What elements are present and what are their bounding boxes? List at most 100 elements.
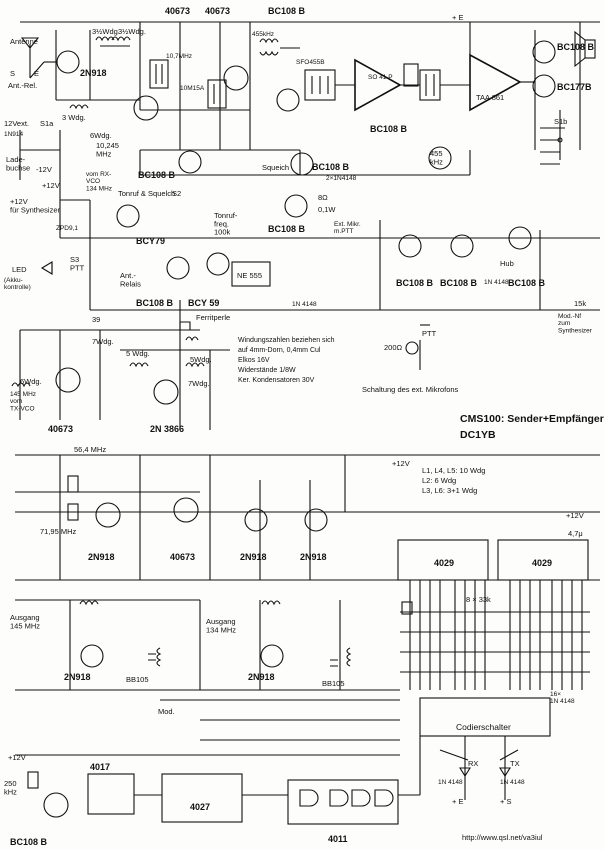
label-39: 39 [92, 315, 100, 324]
label-bc108b-left: BC108 B [138, 170, 176, 180]
fet-40673-b [223, 65, 249, 91]
label-akkukontrolle: (Akku-kontrolle) [4, 277, 31, 291]
label-ant-rel: Ant.-Rel. [8, 81, 37, 90]
label-s: S [10, 69, 15, 78]
label-1n914: 1N914 [4, 131, 24, 138]
label-1n4148-b: 1N 4148 [292, 301, 317, 308]
label-so41p: SO 41 P [368, 74, 393, 81]
label-455khz: 455kHz [252, 31, 274, 38]
label-plus12v-b: +12V [392, 459, 410, 468]
fet-40673-a [133, 95, 159, 121]
label-5wdg-b: 5Wdg. [190, 355, 212, 364]
coil-note-2: L2: 6 Wdg [422, 476, 456, 485]
label-bc108b-squelch: BC108 B [312, 162, 350, 172]
fet-40673-vco [55, 367, 81, 393]
transistor-bc108b-squelch [290, 152, 314, 176]
label-200ohm: 200Ω [384, 343, 403, 352]
label-plus-s-bottom: + S [500, 797, 511, 806]
label-56-4mhz: 56,4 MHz [74, 445, 106, 454]
label-bc108b-top: BC108 B [268, 6, 306, 16]
label-8ohm: 8Ω [318, 193, 328, 202]
label-codierschalter: Codierschalter [456, 722, 511, 732]
label-plus12v-in: +12V [42, 181, 60, 190]
label-bcy79: BCY79 [136, 236, 165, 246]
label-bc108b-m1: BC108 B [396, 278, 434, 288]
label-15k: 15k [574, 299, 586, 308]
page-title: CMS100: Sender+Empfänger [460, 413, 604, 425]
label-bc108b-relais: BC108 B [136, 298, 174, 308]
label-rx: RX [468, 759, 478, 768]
bottom-labels: 56,4 MHz 71,95 MHz 2N918 40673 2N918 2N9… [4, 445, 584, 847]
label-40673-vco: 40673 [48, 424, 73, 434]
label-squeich: Squeich [262, 163, 289, 172]
title-block: CMS100: Sender+Empfänger DC1YB [460, 413, 604, 441]
transistor-bc108b-if [428, 146, 452, 170]
transistor-2n918-top [56, 50, 80, 74]
label-mod: Mod. [158, 707, 175, 716]
label-tx: TX [510, 759, 520, 768]
note-line-2: auf 4mm-Dorn, 0,4mm Cul [238, 347, 321, 354]
label-plus-e: + E [452, 13, 463, 22]
label-7wdg: 7Wdg. [92, 337, 114, 346]
label-ant-relais: Ant.-Relais [120, 271, 141, 288]
label-4027: 4027 [190, 802, 210, 812]
label-3-5wdg: 3½Wdg. [92, 27, 120, 36]
label-ferritperle: Ferritperle [196, 313, 230, 322]
label-40673-b: 40673 [205, 6, 230, 16]
label-s1a: S1a [40, 119, 54, 128]
bottom-synth-wiring [15, 454, 600, 825]
label-4017: 4017 [90, 762, 110, 772]
transistor-bc108b-m1 [398, 234, 422, 258]
transistor-bc108b-top [276, 88, 300, 112]
label-2n918-c: 2N918 [300, 552, 327, 562]
label-6wdg-b: 6Wdg. [20, 377, 42, 386]
label-2n918-e: 2N918 [248, 672, 275, 682]
transistor-bc177b [532, 74, 556, 98]
label-ptt: PTT [422, 329, 437, 338]
label-2n918-d: 2N918 [64, 672, 91, 682]
label-1n4148-a: 1N 4148 [484, 279, 509, 286]
transistor-bc108b-left [178, 150, 202, 174]
label-bc108b-m2: BC108 B [440, 278, 478, 288]
label-zpd9-1: ZPD9,1 [56, 225, 78, 232]
transistor-bc108b-tonruf [284, 194, 308, 218]
label-4-7u: 4,7μ [568, 529, 583, 538]
ic-4017 [87, 773, 135, 815]
top-rf-frontend-wiring [11, 21, 600, 430]
label-s2: S2 [172, 189, 181, 198]
transistor-2n918-a [95, 502, 121, 528]
label-4029-a: 4029 [434, 558, 454, 568]
transistor-bc108b-m2 [450, 234, 474, 258]
label-bb105-b: BB105 [322, 679, 345, 688]
label-tonruf-squelch: Tonruf & Squelch [118, 189, 175, 198]
label-plus12v-d: +12V [8, 753, 26, 762]
label-2n918-a: 2N918 [88, 552, 115, 562]
note-line-4: Widerstände 1/8W [238, 367, 296, 374]
label-2n918-top: 2N918 [80, 68, 107, 78]
coil-note-3: L3, L6: 3+1 Wdg [422, 486, 477, 495]
label-bc108b-m3: BC108 B [508, 278, 546, 288]
label-4029-b: 4029 [532, 558, 552, 568]
transistor-bcy59 [206, 252, 230, 276]
label-antenne: Antenne [10, 37, 38, 46]
label-s1b: S1b [554, 117, 567, 126]
label-4011: 4011 [328, 834, 348, 844]
label-e: E [34, 69, 39, 78]
label-sfo455b: SFO455B [296, 59, 325, 66]
label-3wdg: 3 Wdg. [62, 113, 86, 122]
transistor-2n918-d [80, 644, 104, 668]
transistor-2n918-e [260, 644, 284, 668]
label-1n4148-tx: 1N 4148 [500, 779, 525, 786]
label-0-1w: 0,1W [318, 205, 336, 214]
label-5wdg: 5 Wdg. [126, 349, 150, 358]
label-ne555: NE 555 [237, 271, 262, 280]
